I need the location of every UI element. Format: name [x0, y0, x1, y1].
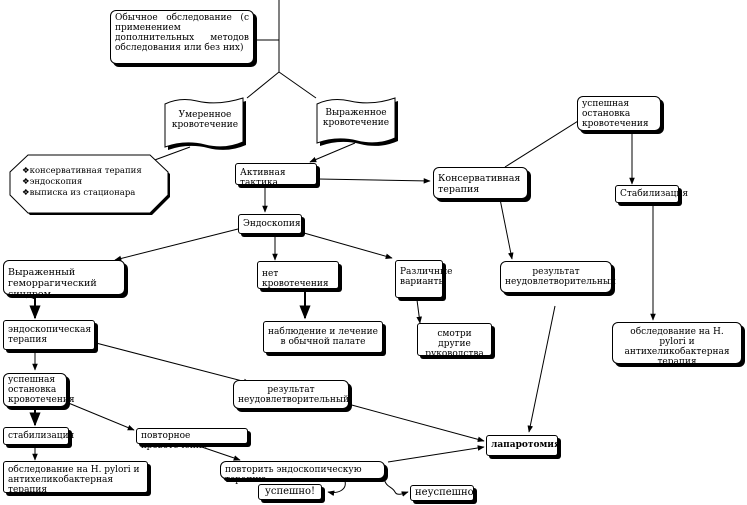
- node-laparotomy-label: лапаротомия: [491, 440, 561, 450]
- node-unsatisfactory-right-label: результат неудовлетворительный: [505, 267, 616, 287]
- node-pylori-right: обследование на H. pylori и антихеликоба…: [612, 322, 742, 367]
- node-repeat-bleeding-label: повторное кровотечение: [141, 431, 208, 451]
- node-moderate-bleeding: Умеренное кровотечение: [171, 110, 239, 130]
- node-success-top: успешная остановка кровотечения: [577, 96, 661, 131]
- loop-to-failure: [383, 477, 409, 497]
- list-item-label: эндоскопия: [29, 177, 83, 187]
- node-initial-exam: Обычное обследование (с применением допо…: [110, 10, 254, 64]
- arrow-various-to-see-other: [416, 299, 422, 324]
- node-stabilization-left-label: стабилизация: [8, 431, 75, 441]
- node-unsatisfactory-mid-label: результат неудовлетворительный: [238, 385, 349, 405]
- arrow-repeat-bleeding-to-repeat-endo: [189, 442, 241, 461]
- arrow-severe-to-active: [309, 142, 356, 163]
- node-stabilization-right: Стабилизация: [615, 185, 688, 203]
- node-success-left-label: успешная остановка кровотечения: [8, 375, 75, 405]
- node-repeat-endo-label: повторить эндоскопическую терапию: [225, 465, 362, 485]
- node-various-options: Различные варианты: [395, 260, 452, 298]
- node-unsatisfactory-right: результат неудовлетворительный: [500, 261, 616, 293]
- arrow-active-to-conservative: [317, 178, 431, 184]
- node-observation-label: наблюдение и лечение в обычной палате: [268, 327, 378, 347]
- node-see-other: смотри другие руководства: [417, 323, 492, 359]
- flag-moderate-shape: [164, 97, 246, 150]
- node-endo-therapy-label: эндоскопическая терапия: [8, 325, 92, 345]
- list-item-label: выписка из стационара: [29, 188, 136, 198]
- node-success-top-label: успешная остановка кровотечения: [582, 99, 649, 129]
- node-pylori-left-label: обследование на H. pylori и антихеликоба…: [8, 465, 140, 495]
- node-conservative-therapy-label: Консервативная терапия: [438, 173, 521, 195]
- arrow-conservative-to-unsatisfactory: [499, 198, 514, 260]
- flag-severe-shape: [316, 97, 398, 146]
- list-item-discharge: ❖выписка из стационара: [22, 188, 136, 198]
- arrow-unsatisfactory-mid-to-laparotomy: [347, 403, 485, 443]
- node-failure-short-label: неуспешно: [415, 487, 474, 498]
- node-active-tactics-label: Активная тактика: [240, 168, 286, 188]
- arrow-endoscopy-to-hemorrhagic: [114, 228, 239, 262]
- node-unsatisfactory-mid: результат неудовлетворительный: [233, 380, 349, 409]
- list-item-conservative: ❖консервативная терапия: [22, 166, 142, 176]
- node-endo-therapy: эндоскопическая терапия: [3, 320, 95, 350]
- node-pylori-right-label: обследование на H. pylori и антихеликоба…: [624, 327, 730, 367]
- node-endoscopy: Эндоскопия: [238, 214, 302, 234]
- node-laparotomy: лапаротомия: [486, 435, 561, 456]
- arrow-endoscopy-to-various: [303, 232, 393, 259]
- node-stabilization-right-label: Стабилизация: [620, 189, 689, 199]
- list-item-label: консервативная терапия: [29, 166, 142, 176]
- connector-spine-right: [278, 71, 317, 99]
- node-initial-exam-label: Обычное обследование (с применением допо…: [115, 13, 249, 53]
- node-conservative-therapy: Консервативная терапия: [433, 167, 528, 199]
- node-severe-bleeding: Выраженное кровотечение: [322, 108, 390, 128]
- node-failure-short: неуспешно: [410, 485, 474, 501]
- node-see-other-label: смотри другие руководства: [425, 329, 484, 359]
- arrow-endotherapy-to-unsatisfactory: [95, 342, 251, 385]
- arrow-unsatisfactory-to-laparotomy: [527, 305, 556, 433]
- node-no-bleeding: нет кровотечения: [257, 261, 339, 289]
- node-no-bleeding-label: нет кровотечения: [262, 269, 329, 289]
- arrow-repeat-endo-to-laparotomy: [387, 445, 485, 463]
- node-success-left: успешная остановка кровотечения: [3, 373, 75, 407]
- node-success-short-label: успешно!: [264, 486, 316, 497]
- node-success-short: успешно!: [258, 484, 322, 500]
- node-conservative-list: ❖консервативная терапия ❖эндоскопия ❖вып…: [22, 166, 168, 199]
- list-item-endoscopy: ❖эндоскопия: [22, 177, 83, 187]
- node-repeat-bleeding: повторное кровотечение: [136, 428, 248, 451]
- connector-spine-left: [246, 71, 280, 99]
- node-stabilization-left: стабилизация: [3, 427, 74, 445]
- arrow-success-to-repeat-bleeding: [65, 401, 135, 431]
- node-endoscopy-label: Эндоскопия: [243, 219, 301, 229]
- node-observation: наблюдение и лечение в обычной палате: [263, 321, 383, 353]
- node-hemorrhagic-syndrome: Выраженный геморрагический синдром: [3, 260, 125, 300]
- node-hemorrhagic-syndrome-label: Выраженный геморрагический синдром: [8, 267, 97, 300]
- node-various-options-label: Различные варианты: [400, 267, 453, 287]
- node-pylori-left: обследование на H. pylori и антихеликоба…: [3, 461, 148, 495]
- node-active-tactics: Активная тактика: [235, 163, 317, 188]
- node-repeat-endo: повторить эндоскопическую терапию: [220, 461, 385, 485]
- octagon-shape: [9, 154, 170, 215]
